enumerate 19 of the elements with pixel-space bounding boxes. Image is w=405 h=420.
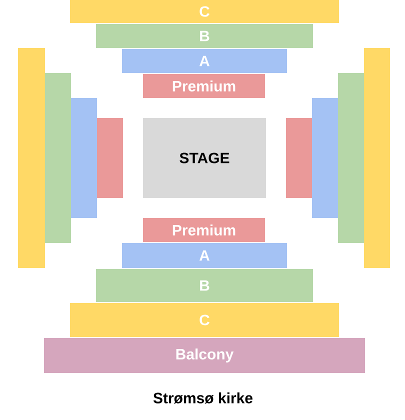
seating-section	[18, 48, 45, 268]
seating-section: A	[122, 49, 287, 73]
seating-section: C	[70, 303, 339, 337]
caption: Strømsø kirke	[153, 392, 252, 404]
balcony-section: Balcony	[44, 338, 365, 373]
seating-section: Premium	[143, 74, 265, 98]
seating-section	[45, 73, 71, 243]
seating-section	[312, 98, 338, 218]
seating-section	[286, 118, 312, 198]
seating-section: C	[70, 0, 339, 23]
seating-section: A	[122, 243, 287, 268]
seating-section	[364, 48, 390, 268]
seating-section	[338, 73, 364, 243]
seating-section: B	[96, 269, 313, 302]
seating-section	[97, 118, 123, 198]
stage: STAGE	[143, 118, 266, 198]
seating-section: Premium	[143, 218, 265, 242]
seating-section	[71, 98, 97, 218]
seating-section: B	[96, 24, 313, 48]
